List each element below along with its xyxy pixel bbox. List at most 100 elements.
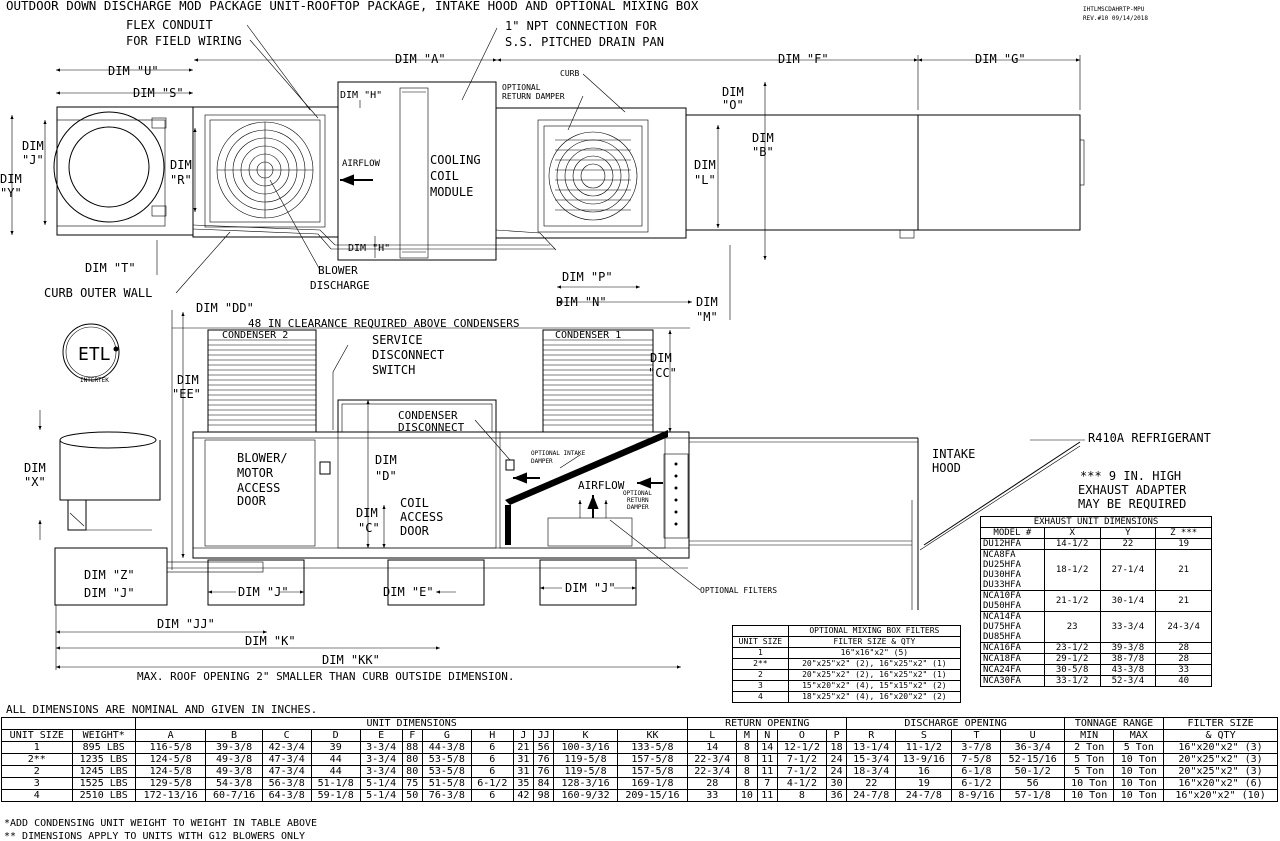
table-cell: 5-1/4 <box>359 789 403 802</box>
table-cell: 75 <box>401 777 423 790</box>
table-cell: 36-3/4 <box>1000 741 1065 754</box>
table-cell: 52-15/16 <box>1000 753 1065 766</box>
table-cell: 56 <box>533 741 555 754</box>
table-cell: 8 <box>736 765 758 778</box>
optional-return-label-3: DAMPER <box>627 504 649 511</box>
table-cell: 21 <box>512 741 535 754</box>
dim-u: DIM "U" <box>108 64 159 78</box>
table-cell: 56 <box>1000 777 1065 790</box>
table-cell: 88 <box>401 741 423 754</box>
plan-view <box>10 24 1085 320</box>
table-cell: 2** <box>1 753 73 766</box>
table-cell: 33-1/2 <box>1043 675 1101 687</box>
table-cell: 160-9/32 <box>553 789 618 802</box>
table-cell: 16 <box>895 765 953 778</box>
model-number: DU12HFA <box>983 539 1021 549</box>
model-number: DU50HFA <box>983 601 1021 611</box>
table-header: P <box>825 729 848 742</box>
condenser-disc-label-2: DISCONNECT <box>398 421 465 434</box>
table-cell: 31 <box>512 753 535 766</box>
table-header: MIN <box>1063 729 1115 742</box>
table-cell: 128-3/16 <box>553 777 618 790</box>
table-cell: 38-7/8 <box>1099 653 1157 665</box>
table-cell: 27-1/4 <box>1099 549 1157 591</box>
dim-x-2: "X" <box>24 475 46 489</box>
table-cell: 11 <box>756 753 778 766</box>
dim-a: DIM "A" <box>395 52 446 66</box>
model-number: DU30HFA <box>983 570 1021 580</box>
table-header: WEIGHT* <box>71 729 136 742</box>
dim-l-2: "L" <box>694 173 716 187</box>
table-cell: 124-5/8 <box>134 753 207 766</box>
table-cell: 16"x20"x2" (3) <box>1163 741 1278 754</box>
table-cell: 1 <box>1 741 73 754</box>
dim-o-1: DIM <box>722 85 744 99</box>
table-cell: 2 Ton <box>1063 741 1115 754</box>
table-cell: 24 <box>825 753 848 766</box>
blower-discharge-label: BLOWER <box>318 264 358 277</box>
table-cell: 42 <box>512 789 535 802</box>
table-cell: 3 <box>1 777 73 790</box>
table-cell: 2** <box>732 658 789 670</box>
table-cell: 18-1/2 <box>1043 549 1101 591</box>
table-cell: 20"x25"x2" (3) <box>1163 753 1278 766</box>
table-cell: 10 <box>736 789 758 802</box>
table-cell: 8 <box>776 789 827 802</box>
table-cell: 24-7/8 <box>846 789 897 802</box>
dim-h-bottom: DIM "H" <box>348 243 390 254</box>
table-cell: 33 <box>1155 664 1212 676</box>
dim-f: DIM "F" <box>778 52 829 66</box>
table-cell: 33-3/4 <box>1099 611 1157 643</box>
table-header: U <box>1000 729 1065 742</box>
table-cell: 4 <box>732 691 789 703</box>
table-cell: 16"x16"x2" (5) <box>787 647 962 659</box>
dim-d-2: "D" <box>375 469 397 483</box>
dim-j-right: DIM "J" <box>565 581 616 595</box>
dim-c-2: "C" <box>358 521 380 535</box>
dim-dd: DIM "DD" <box>196 301 254 315</box>
table-cell: 18-3/4 <box>846 765 897 778</box>
table-cell: 24-7/8 <box>895 789 953 802</box>
dim-h-top: DIM "H" <box>340 90 382 101</box>
dim-l-1: DIM <box>694 158 716 172</box>
blower-discharge-label-2: DISCHARGE <box>310 279 370 292</box>
flex-conduit-label: FLEX CONDUIT <box>126 18 213 32</box>
model-number: NCA18FA <box>983 654 1021 664</box>
table-cell: 10 Ton <box>1063 789 1115 802</box>
table-header: UNIT SIZE <box>732 636 789 648</box>
table-cell: 6-1/2 <box>470 777 514 790</box>
table-header: JJ <box>533 729 555 742</box>
table-cell: 6 <box>470 741 514 754</box>
footnote-1: *ADD CONDENSING UNIT WEIGHT TO WEIGHT IN… <box>4 818 317 829</box>
table-cell: 98 <box>533 789 555 802</box>
table-cell: 39 <box>310 741 361 754</box>
table-cell: 22-3/4 <box>687 765 738 778</box>
dim-n: DIM "N" <box>556 295 607 309</box>
model-number: DU75HFA <box>983 622 1021 632</box>
etl-logo-icon <box>62 323 120 381</box>
table-cell: 14 <box>687 741 738 754</box>
table-cell: 7-1/2 <box>776 753 827 766</box>
dim-j-2: "J" <box>22 153 44 167</box>
table-header: B <box>205 729 263 742</box>
dim-c-1: DIM <box>356 506 378 520</box>
table-cell: 119-5/8 <box>553 753 618 766</box>
table-cell: 43-3/8 <box>1099 664 1157 676</box>
dim-ee-2: "EE" <box>172 387 201 401</box>
dim-kk: DIM "KK" <box>322 653 380 667</box>
model-number: NCA30FA <box>983 676 1021 686</box>
table-header: C <box>261 729 312 742</box>
table-cell: 53-5/8 <box>421 765 472 778</box>
table-cell: 14 <box>756 741 778 754</box>
dim-ee-1: DIM <box>177 373 199 387</box>
table-cell: 1245 LBS <box>71 765 136 778</box>
table-header: T <box>951 729 1002 742</box>
table-cell: 49-3/8 <box>205 765 263 778</box>
table-cell: 84 <box>533 777 555 790</box>
table-cell: 16"x20"x2" (10) <box>1163 789 1278 802</box>
table-header: X <box>1043 527 1101 539</box>
